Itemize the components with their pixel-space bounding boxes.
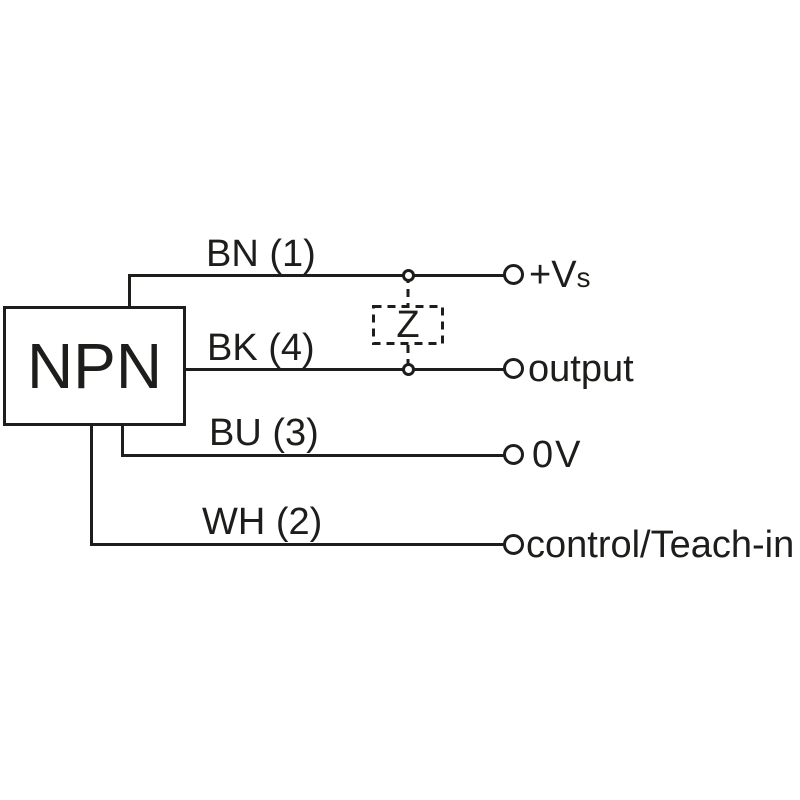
wire-bn-vertical (128, 274, 131, 308)
load-label-text: Z (396, 304, 420, 346)
load-impedance-label: Z (372, 305, 444, 345)
wire-bk-horizontal (184, 368, 506, 371)
wire-label-bu: BU (3) (209, 412, 319, 454)
terminal-circle-vs (503, 264, 524, 285)
terminal-label-vs-subscript: s (576, 262, 591, 293)
device-label: NPN (26, 330, 163, 402)
wire-label-bk: BK (4) (207, 327, 315, 369)
wire-bu-vertical (121, 423, 124, 457)
terminal-label-0v: 0V (532, 434, 583, 476)
terminal-label-control: control/Teach-in (526, 524, 795, 566)
terminal-label-output: output (528, 348, 634, 390)
wire-label-bn: BN (1) (206, 233, 316, 275)
terminal-circle-output (503, 358, 524, 379)
terminal-label-vs: +Vs (529, 254, 591, 296)
junction-node-bn (402, 269, 415, 282)
device-box: NPN (3, 306, 186, 426)
wire-wh-horizontal (90, 543, 506, 546)
wire-wh-vertical (90, 423, 93, 546)
terminal-circle-0v (503, 444, 524, 465)
wire-bn-horizontal (128, 274, 506, 277)
terminal-circle-control (503, 534, 524, 555)
terminal-label-vs-main: +V (529, 254, 577, 296)
wire-bu-horizontal (121, 454, 506, 457)
wire-label-wh: WH (2) (202, 501, 323, 543)
junction-node-output (402, 363, 415, 376)
